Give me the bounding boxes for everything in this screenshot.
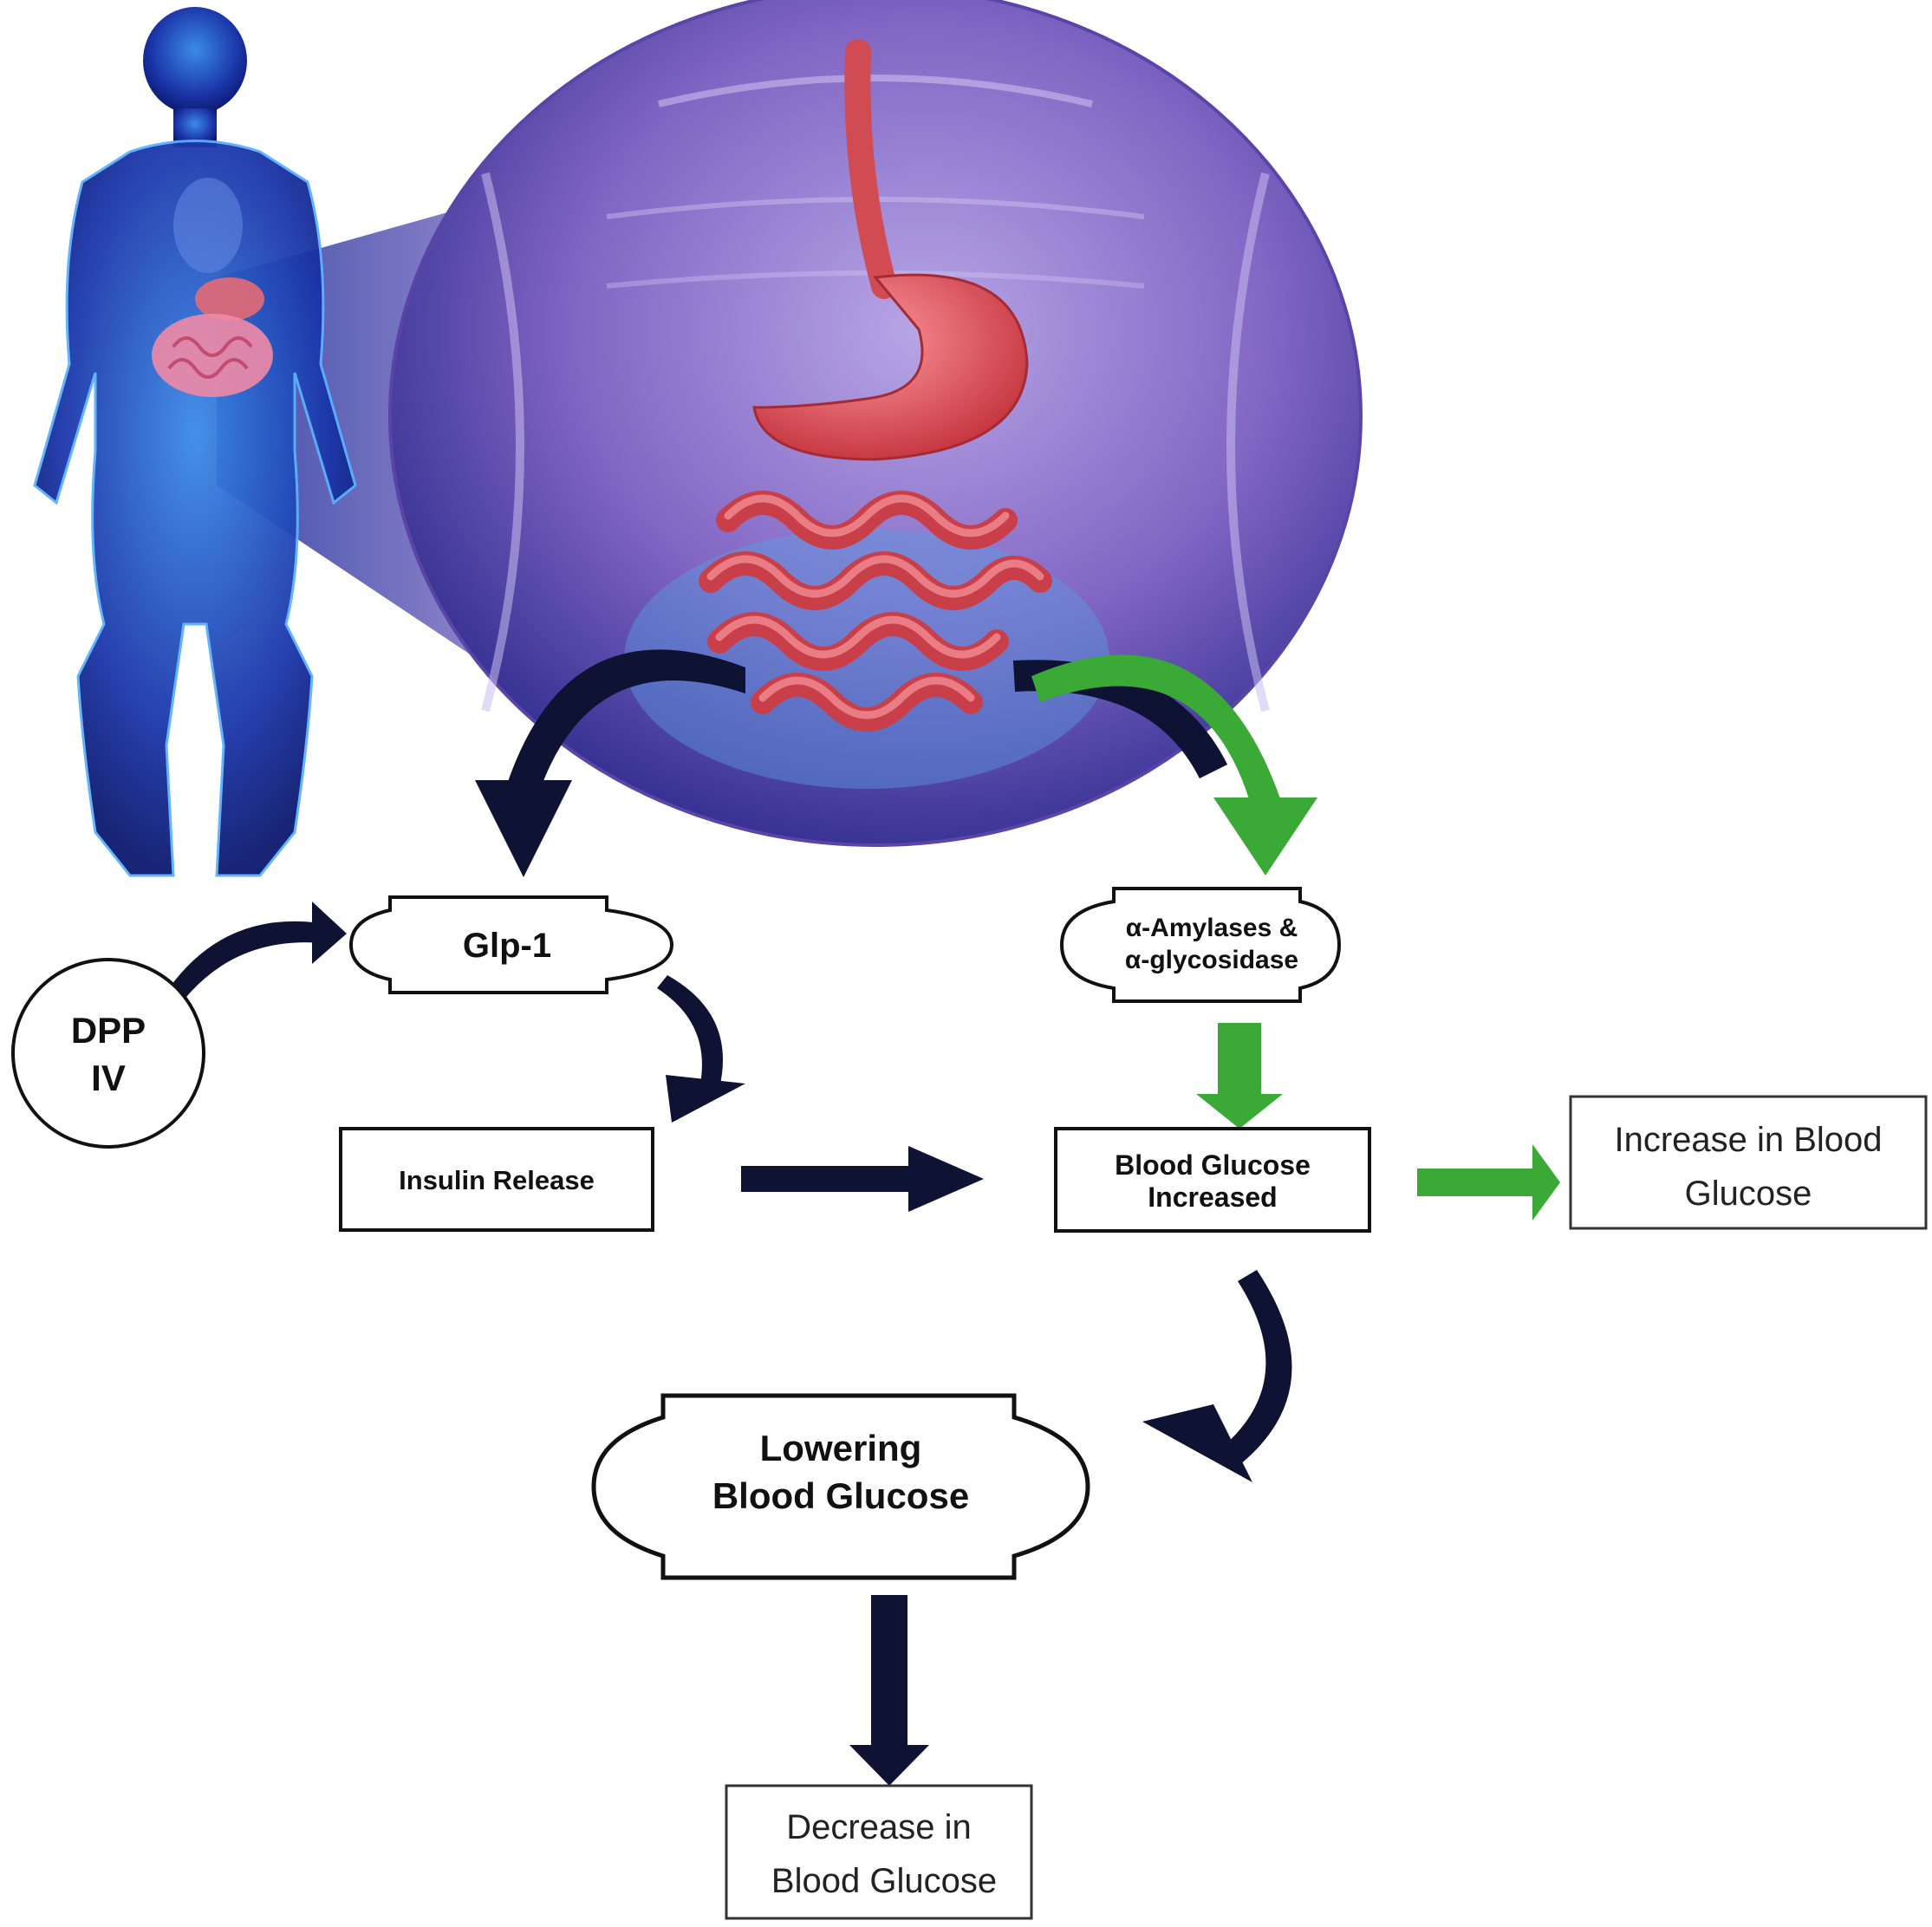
lowering-line1: Lowering (760, 1428, 922, 1468)
increase-line2: Glucose (1685, 1175, 1812, 1213)
insulin-release-node: Insulin Release (339, 1127, 654, 1232)
enzymes-node: α-Amylases & α-glycosidase (1059, 887, 1342, 1003)
glp1-label: Glp-1 (463, 927, 551, 965)
enzymes-line1: α-Amylases & (1126, 914, 1298, 942)
arrow-blood-glucose-to-lowering (1142, 1270, 1292, 1482)
lowering-line2: Blood Glucose (712, 1475, 969, 1516)
arrow-dpp4-to-glp1 (169, 902, 347, 997)
arrow-glp1-to-insulin (657, 975, 745, 1123)
dpp4-line2: IV (91, 1058, 126, 1098)
decrease-line1: Decrease in (786, 1808, 971, 1846)
arrow-blood-glucose-to-increase (1417, 1144, 1560, 1221)
decrease-line2: Blood Glucose (771, 1862, 997, 1900)
glp1-node: Glp-1 (348, 895, 674, 994)
blood-glucose-increased-node: Blood Glucose Increased (1054, 1127, 1371, 1233)
human-figure-icon (33, 7, 357, 877)
decrease-node: Decrease in Blood Glucose (725, 1784, 1033, 1920)
dpp4-line1: DPP (71, 1010, 146, 1051)
digestive-system-illustration-icon (388, 0, 1363, 847)
insulin-label: Insulin Release (399, 1165, 595, 1195)
arrow-lowering-to-decrease (849, 1595, 929, 1786)
dpp4-node: DPP IV (11, 958, 205, 1149)
arrow-enzymes-to-blood-glucose (1196, 1023, 1283, 1129)
blood-glucose-line2: Increased (1148, 1182, 1277, 1213)
arrow-insulin-to-blood-glucose (741, 1146, 984, 1212)
lowering-node: Lowering Blood Glucose (591, 1393, 1090, 1580)
increase-node: Increase in Blood Glucose (1569, 1095, 1928, 1230)
enzymes-line2: α-glycosidase (1125, 946, 1298, 974)
arrow-intestine-to-glp1 (475, 649, 745, 877)
blood-glucose-line1: Blood Glucose (1115, 1149, 1311, 1181)
increase-line1: Increase in Blood (1614, 1121, 1882, 1159)
arrow-intestine-to-enzymes (1031, 654, 1317, 876)
